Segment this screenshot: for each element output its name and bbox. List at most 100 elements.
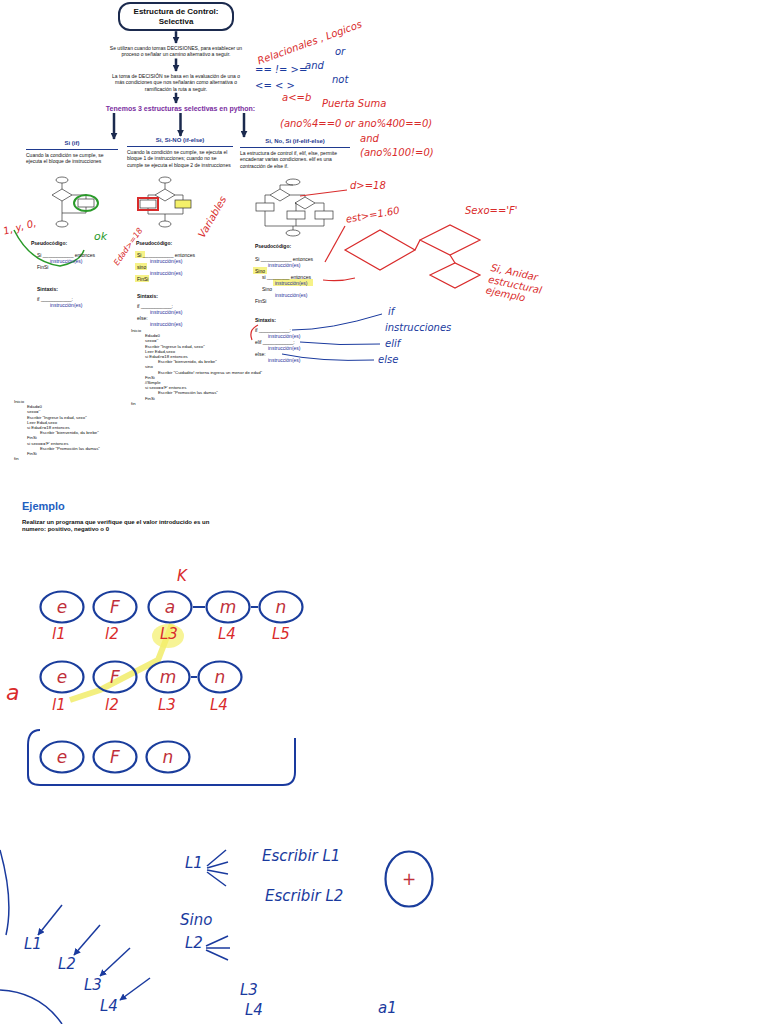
handwritten-note: L3 [158,697,176,714]
code-line: Leer Edad,sexo [145,350,175,355]
handwritten-note: l2 [105,697,119,714]
pseudocode-line: if ___________: [37,297,73,303]
circle-outline [41,592,84,623]
pseudocode-line: elif ___________: [255,340,295,346]
text-step: Se utilizan cuando tomas DECISIONES, par… [106,44,246,59]
circle-outline [94,662,137,693]
instruction-line: instrucción(es) [268,334,301,340]
code-line: sexo='' [145,339,158,344]
exercise-text: Realizar un programa que verifique que e… [22,519,227,533]
flowchart-if [78,199,94,207]
flowchart-if-elif-else [256,203,274,211]
hand-arrow [38,905,150,1000]
circle-outline [149,592,192,623]
flowchart-if-elif-else [265,195,270,203]
handwritten-note: L4 [245,1002,263,1019]
red-annotation-stroke [251,190,480,340]
hand-arrow [100,948,130,976]
instruction-line: instrucción(es) [50,303,83,309]
flowchart-if-elif-else [295,203,296,211]
handwritten-note: l1 [52,697,66,714]
letter-circle: m [145,660,191,694]
letter-circle: n [258,590,304,624]
instruction-line: instrucción(es) [150,259,183,265]
pseudocode-line: Si ___________ entonces [37,253,95,259]
example-heading: Ejemplo [22,500,65,513]
flowchart-if-elif-else [265,211,324,226]
pseudocode-line: Si ___________ entonces [255,257,313,263]
flowchart-if-elif-else [280,185,293,189]
red-annotation-stroke [325,226,345,262]
handwritten-note: L2 [58,956,76,973]
flowchart-if [62,201,63,221]
node-text: + [402,871,416,888]
code-line: Edad=0 [145,334,160,339]
circle-outline [41,662,84,693]
instruction-line: instrucción(es) [268,346,301,352]
flowchart-if-elif-else [315,203,324,211]
bracket [28,730,295,785]
pseudocode-line: else: [137,316,148,322]
green-highlight [74,195,98,211]
handwritten-note: K [177,568,187,585]
yellow-highlight [253,267,267,274]
flowchart-if [62,183,63,189]
letter-circle: F [92,590,138,624]
text-step: La toma de DECISIÓN se basa en la evalua… [106,72,246,93]
instruction-line: instrucción(es) [150,310,183,316]
circle-outline [147,662,190,693]
letter-circle: n [145,740,191,774]
node-text: La toma de DECISIÓN se basa en la evalua… [107,73,245,92]
node-text: Cuando la condición se cumple, se ejecut… [26,152,118,165]
node-text: e [57,749,67,766]
node-text: F [110,669,120,686]
handwritten-note: a<=b [282,92,311,104]
branch-strokes [206,950,228,960]
flowchart-if [52,189,72,201]
node-text: n [215,669,226,686]
code-line: Escribir "Ingrese la edad, sexo" [145,345,205,350]
code-line: sexo='' [27,410,40,415]
flowchart-if-else [159,221,171,227]
code-line: FinSi [145,376,155,381]
hand-arrow [74,925,100,955]
circle-outline [260,592,303,623]
handwritten-note: l1 [52,626,66,643]
code-line: FinSi [27,452,37,457]
red-annotation-stroke [345,230,415,270]
handwritten-note: L3 [84,977,102,994]
node-text: n [163,749,174,766]
handwritten-note: l2 [105,626,119,643]
flowchart-if-elif-else [296,219,297,226]
code-line: Escribir "Ingrese la edad, sexo" [27,416,87,421]
handwritten-note: ok [94,231,107,244]
letter-circle: F [92,660,138,694]
node-text: n [276,599,287,616]
flow-arrow [179,113,182,136]
handwritten-note: and [305,60,324,72]
pseudocode-line: si ________ entonces [262,275,311,281]
code-line: si sexo=='F' entonces [27,442,68,447]
section-label: Pseudocódigo: [31,241,67,247]
red-annotation-stroke [300,190,347,196]
letter-circle: e [39,590,85,624]
flowchart-if-elif-else [270,189,290,201]
pseudocode-line: Si ___________ entonces [137,253,195,259]
circle-outline [94,592,137,623]
flowchart-if-elif-else [256,179,333,236]
flowchart-if-elif-else [295,197,315,209]
pseudocode-line: Sino [255,269,265,275]
node-text: Cuando la condición se cumple, se ejecut… [127,149,233,168]
flowchart-if-elif-else [293,226,294,230]
handwritten-note: and [360,133,379,145]
circle-outline [94,742,137,773]
code-line: Inicio [131,329,141,334]
letter-circle: a [147,590,193,624]
node-text: m [160,669,177,686]
red-scribble [14,230,84,266]
link-line [251,606,258,608]
node-text: F [110,749,120,766]
red-annotation-stroke [415,240,420,250]
instruction-line: instrucción(es) [268,263,301,269]
node-text: e [57,599,67,616]
